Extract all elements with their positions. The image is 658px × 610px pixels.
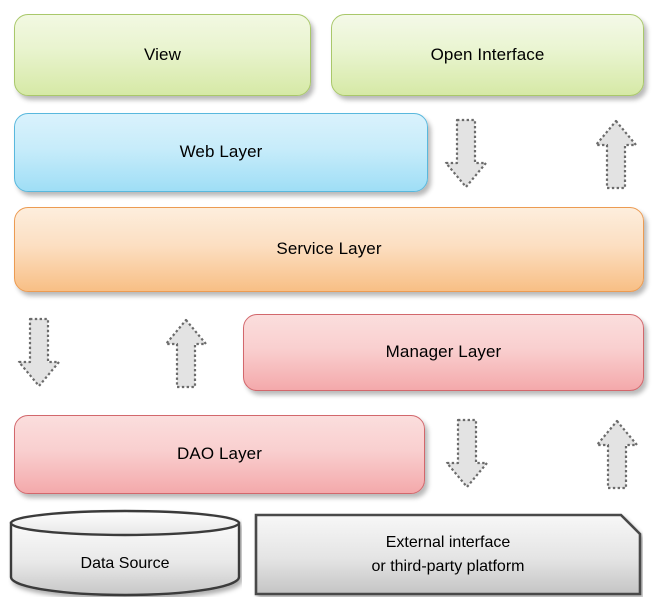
box-service-layer-label: Service Layer xyxy=(276,239,382,259)
box-external-interface[interactable]: External interface or third-party platfo… xyxy=(253,512,643,597)
box-open-interface[interactable]: Open Interface xyxy=(331,14,644,96)
arrow-down-icon-web xyxy=(443,117,489,191)
arrow-up-icon-dao xyxy=(594,417,640,491)
box-manager-layer[interactable]: Manager Layer xyxy=(243,314,644,391)
arrow-up-icon-service xyxy=(163,316,209,390)
box-web-layer[interactable]: Web Layer xyxy=(14,113,428,192)
arrow-down-icon-service xyxy=(16,316,62,390)
box-dao-layer[interactable]: DAO Layer xyxy=(14,415,425,494)
arrow-down-icon-dao xyxy=(444,417,490,491)
box-service-layer[interactable]: Service Layer xyxy=(14,207,644,292)
box-view-label: View xyxy=(144,44,181,64)
box-open-interface-label: Open Interface xyxy=(430,44,545,64)
arrow-up-icon-web xyxy=(593,117,639,191)
box-dao-layer-label: DAO Layer xyxy=(177,444,262,464)
database-cylinder-data-source[interactable]: Data Source xyxy=(8,509,242,597)
box-web-layer-label: Web Layer xyxy=(179,142,263,162)
box-view[interactable]: View xyxy=(14,14,311,96)
box-manager-layer-label: Manager Layer xyxy=(385,342,502,362)
